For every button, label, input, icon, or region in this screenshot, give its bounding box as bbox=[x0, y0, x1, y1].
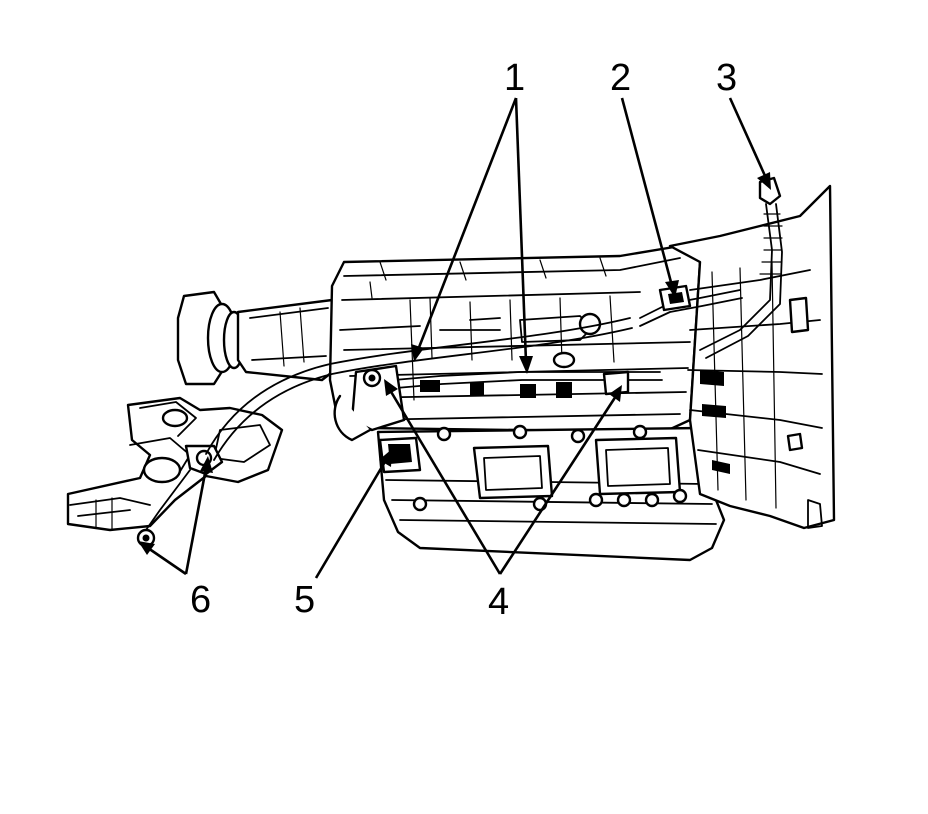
frame-crossmember bbox=[66, 396, 284, 532]
arrow-4b bbox=[609, 385, 622, 402]
arrow-2 bbox=[665, 280, 679, 298]
leader-2 bbox=[620, 97, 674, 287]
callout-1: 1 bbox=[504, 57, 525, 99]
leader-5 bbox=[314, 459, 388, 579]
fill-tube bbox=[699, 176, 783, 359]
bell-housing bbox=[668, 184, 836, 530]
arrow-5 bbox=[379, 449, 392, 467]
leader-6b bbox=[184, 467, 208, 575]
callout-6: 6 bbox=[190, 579, 211, 621]
arrow-1b bbox=[519, 356, 533, 374]
leader-4b bbox=[498, 395, 618, 575]
shift-cable bbox=[205, 317, 633, 461]
arrow-3 bbox=[757, 172, 771, 190]
leader-3 bbox=[728, 97, 768, 179]
leader-1a bbox=[416, 97, 518, 351]
leader-1b bbox=[514, 97, 528, 363]
leader-lines bbox=[138, 97, 771, 579]
arrow-4a bbox=[384, 379, 398, 396]
output-extension bbox=[176, 290, 342, 386]
range-selector bbox=[333, 364, 422, 474]
callout-2: 2 bbox=[610, 57, 631, 99]
arrow-1a bbox=[411, 344, 424, 362]
leader-6a bbox=[147, 546, 187, 576]
callout-4: 4 bbox=[488, 581, 509, 623]
arrow-6a bbox=[138, 541, 155, 555]
leader-4a bbox=[388, 389, 502, 575]
callout-5: 5 bbox=[294, 579, 315, 621]
arrow-6b bbox=[200, 456, 213, 473]
callout-labels: 1 2 3 4 5 6 bbox=[190, 57, 737, 623]
callout-3: 3 bbox=[716, 57, 737, 99]
oil-pan bbox=[376, 424, 726, 562]
shift-cable-bracket bbox=[136, 444, 224, 548]
